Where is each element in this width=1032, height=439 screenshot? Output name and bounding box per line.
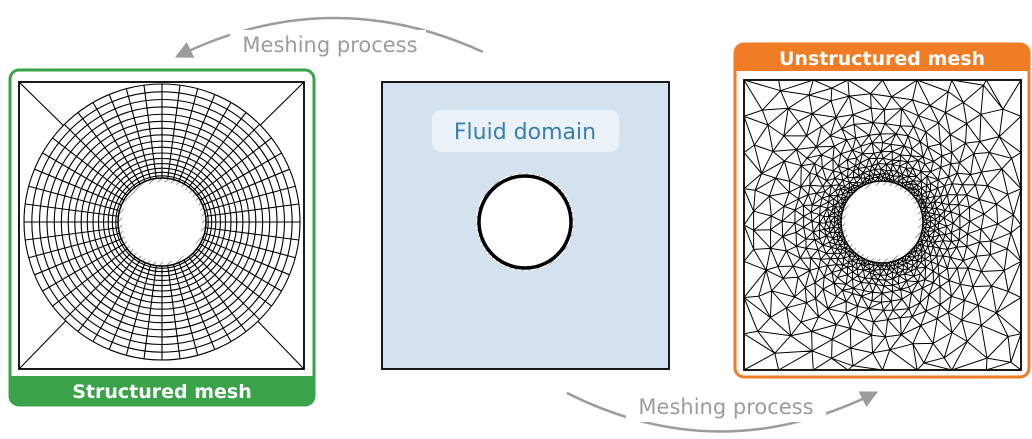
spoke-line — [178, 94, 216, 182]
structured-mesh-panel: Structured mesh — [8, 68, 316, 407]
spoke-line — [205, 227, 299, 241]
spoke-line — [196, 137, 272, 196]
spoke-line — [183, 259, 232, 342]
corner-line — [259, 82, 304, 126]
process-label-bottom: Meshing process — [638, 395, 813, 419]
structured-label-bar — [10, 376, 314, 405]
spoke-line — [77, 256, 136, 332]
spoke-line — [42, 152, 125, 201]
spoke-line — [143, 265, 157, 359]
spoke-line — [167, 85, 181, 179]
spoke-line — [52, 248, 128, 307]
spoke-line — [77, 112, 136, 188]
spoke-line — [202, 168, 290, 206]
structured-mesh-label: Structured mesh — [72, 381, 252, 403]
corner-line — [19, 82, 64, 126]
spoke-line — [192, 124, 260, 192]
curved-arrow-left-icon — [174, 16, 484, 58]
fluid-domain-label-bg — [432, 110, 619, 152]
spoke-line — [202, 238, 290, 276]
spoke-line — [178, 262, 216, 350]
spoke-line — [196, 248, 272, 307]
spoke-line — [125, 264, 152, 356]
spoke-line — [42, 243, 125, 292]
spoke-line — [167, 265, 181, 359]
spoke-line — [25, 203, 119, 217]
bottom-process-arrow: Meshing process — [566, 391, 879, 433]
spoke-line — [108, 262, 146, 350]
corner-line — [19, 320, 67, 369]
top-process-arrow: Meshing process — [174, 16, 484, 60]
process-label-top: Meshing process — [242, 33, 417, 57]
spoke-line — [28, 185, 120, 212]
spoke-line — [143, 85, 157, 179]
spoke-line — [125, 88, 152, 180]
spoke-line — [188, 256, 247, 332]
fluid-cylinder — [477, 174, 573, 270]
unstructured-mesh-panel: Unstructured mesh — [733, 42, 1031, 379]
spoke-line — [25, 227, 119, 241]
curved-arrow-right-icon — [566, 391, 879, 433]
spoke-line — [34, 238, 122, 276]
fluid-domain-label: Fluid domain — [454, 120, 596, 145]
spoke-line — [204, 232, 296, 259]
unstructured-mesh-label: Unstructured mesh — [779, 48, 985, 70]
spoke-line — [204, 185, 296, 212]
spoke-line — [172, 88, 199, 180]
spoke-line — [188, 112, 247, 188]
spoke-line — [64, 252, 132, 320]
unstructured-label-bar — [735, 44, 1029, 71]
spoke-line — [192, 252, 260, 320]
spoke-line — [28, 232, 120, 259]
corner-line — [257, 320, 304, 369]
spoke-line — [92, 102, 141, 185]
spoke-line — [64, 124, 132, 192]
structured-grid — [19, 82, 304, 369]
spoke-line — [172, 264, 199, 356]
spoke-line — [34, 168, 122, 206]
spoke-line — [92, 259, 141, 342]
spoke-line — [183, 102, 232, 185]
spoke-line — [199, 243, 282, 292]
spoke-line — [52, 137, 128, 196]
spoke-line — [199, 152, 282, 201]
fluid-domain-panel: Fluid domain — [381, 81, 670, 370]
spoke-line — [108, 94, 146, 182]
spoke-line — [205, 203, 299, 217]
